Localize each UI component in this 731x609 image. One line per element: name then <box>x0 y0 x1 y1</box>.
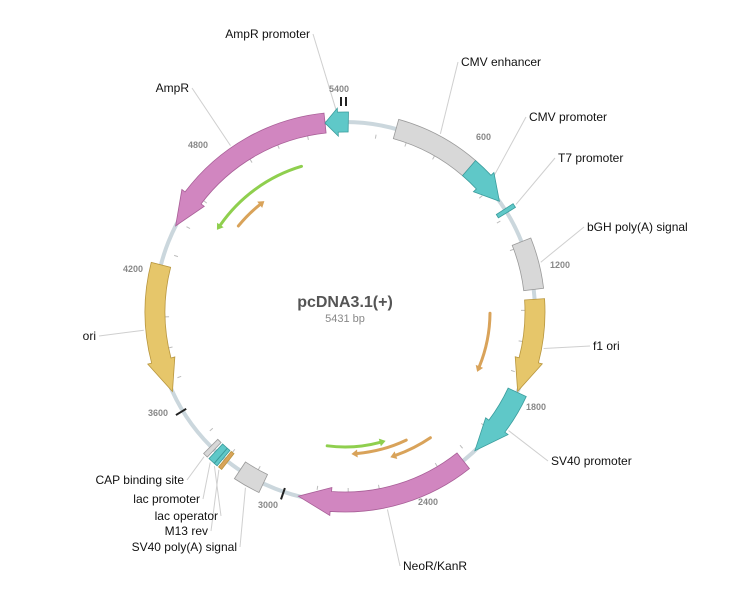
minor-tick <box>432 155 435 160</box>
minor-tick <box>510 369 515 373</box>
leader-line <box>312 33 337 111</box>
neor-kanr-label[interactable]: NeoR/KanR <box>403 559 467 573</box>
inner-arc-head <box>351 449 358 458</box>
t7-promoter-label[interactable]: T7 promoter <box>558 151 623 165</box>
leader-line <box>239 487 246 548</box>
leader-line <box>191 87 231 146</box>
lac-promoter-label[interactable]: lac promoter <box>133 492 200 506</box>
tick-label: 3600 <box>148 408 168 418</box>
minor-tick <box>478 195 483 199</box>
minor-tick <box>434 462 438 467</box>
minor-tick <box>168 346 173 349</box>
inner-arc <box>394 436 432 457</box>
tick-label: 4200 <box>123 264 143 274</box>
f1-ori-label[interactable]: f1 ori <box>593 339 620 353</box>
ampr-promoter-label[interactable]: AmpR promoter <box>225 27 310 41</box>
inner-arc <box>325 440 382 449</box>
minor-tick <box>374 134 377 139</box>
inner-arc <box>355 438 408 455</box>
lac-promoter-arrow[interactable] <box>208 443 228 464</box>
sv40-promoter-label[interactable]: SV40 promoter <box>551 454 632 468</box>
cmv-promoter-label[interactable]: CMV promoter <box>529 110 607 124</box>
neor-kanr-arrow[interactable] <box>297 452 471 517</box>
minor-tick <box>203 200 208 204</box>
inner-arc <box>218 164 303 227</box>
leader-line <box>508 430 549 462</box>
minor-tick <box>173 254 179 258</box>
inner-arc-head <box>390 451 398 459</box>
minor-tick <box>231 448 236 453</box>
minor-tick <box>404 142 407 147</box>
tick-label: 1800 <box>526 402 546 412</box>
leader-line <box>439 61 459 135</box>
lac-operator-label[interactable]: lac operator <box>155 509 218 523</box>
cmv-enhancer-label[interactable]: CMV enhancer <box>461 55 541 69</box>
inner-arc-head <box>378 438 386 447</box>
m13-rev-arrow[interactable] <box>218 450 235 470</box>
tick-label: 1200 <box>550 260 570 270</box>
leader-line <box>543 345 591 350</box>
leader-line <box>98 329 144 337</box>
minor-tick <box>518 340 523 342</box>
inner-arc <box>236 203 262 228</box>
minor-tick <box>277 144 280 149</box>
leader-line <box>540 226 585 263</box>
inner-arc <box>477 311 492 368</box>
sv40-polya-signal-label[interactable]: SV40 poly(A) signal <box>132 540 237 554</box>
inner-arc-head <box>257 201 265 208</box>
inner-arc-head <box>475 364 484 372</box>
minor-tick <box>378 484 380 489</box>
cap-binding-site-arrow[interactable] <box>203 438 222 458</box>
bgh-polya-signal-label[interactable]: bGH poly(A) signal <box>587 220 688 234</box>
leader-line <box>213 466 222 517</box>
leader-line <box>202 462 211 500</box>
ampr-promoter-arrow[interactable] <box>324 107 349 138</box>
tick-label: 4800 <box>188 140 208 150</box>
feature-arrows <box>144 107 546 517</box>
ampr-arrow[interactable] <box>175 112 327 227</box>
minor-tick <box>177 375 182 379</box>
sv40-polya-signal-arrow[interactable] <box>233 461 269 494</box>
leader-line <box>210 469 220 532</box>
minor-tick <box>316 485 319 490</box>
cmv-promoter-arrow[interactable] <box>461 159 500 202</box>
leader-line <box>186 456 205 481</box>
ori-label[interactable]: ori <box>83 329 96 343</box>
cmv-enhancer-arrow[interactable] <box>392 118 477 177</box>
major-tick <box>175 407 187 416</box>
minor-tick <box>496 220 501 224</box>
plasmid-size: 5431 bp <box>325 313 365 325</box>
leader-line <box>515 157 556 205</box>
minor-tick <box>509 248 514 252</box>
tick-label: 600 <box>476 132 491 142</box>
inner-arc-head <box>216 222 224 230</box>
minor-tick <box>209 427 214 432</box>
cap-binding-site-label[interactable]: CAP binding site <box>96 473 185 487</box>
tick-label: 5400 <box>329 84 349 94</box>
tick-label: 3000 <box>258 500 278 510</box>
tick-label: 2400 <box>418 497 438 507</box>
leader-line <box>386 509 401 567</box>
minor-tick <box>186 226 191 230</box>
f1-ori-arrow[interactable] <box>514 298 546 393</box>
minor-tick <box>257 465 261 470</box>
minor-tick <box>249 158 253 163</box>
minor-tick <box>307 135 309 140</box>
leader-line <box>493 116 527 176</box>
major-tick <box>280 487 286 500</box>
bgh-polya-signal-arrow[interactable] <box>511 237 545 292</box>
ori-arrow[interactable] <box>144 261 176 393</box>
plasmid-name: pcDNA3.1(+) <box>297 294 393 311</box>
m13-rev-label[interactable]: M13 rev <box>165 524 208 538</box>
ampr-label[interactable]: AmpR <box>156 81 190 95</box>
inner-arcs <box>216 164 492 459</box>
t7-promoter-arrow[interactable] <box>495 203 517 219</box>
label-leaders <box>98 33 591 567</box>
minor-tick <box>459 444 463 449</box>
sv40-promoter-arrow[interactable] <box>474 387 527 452</box>
